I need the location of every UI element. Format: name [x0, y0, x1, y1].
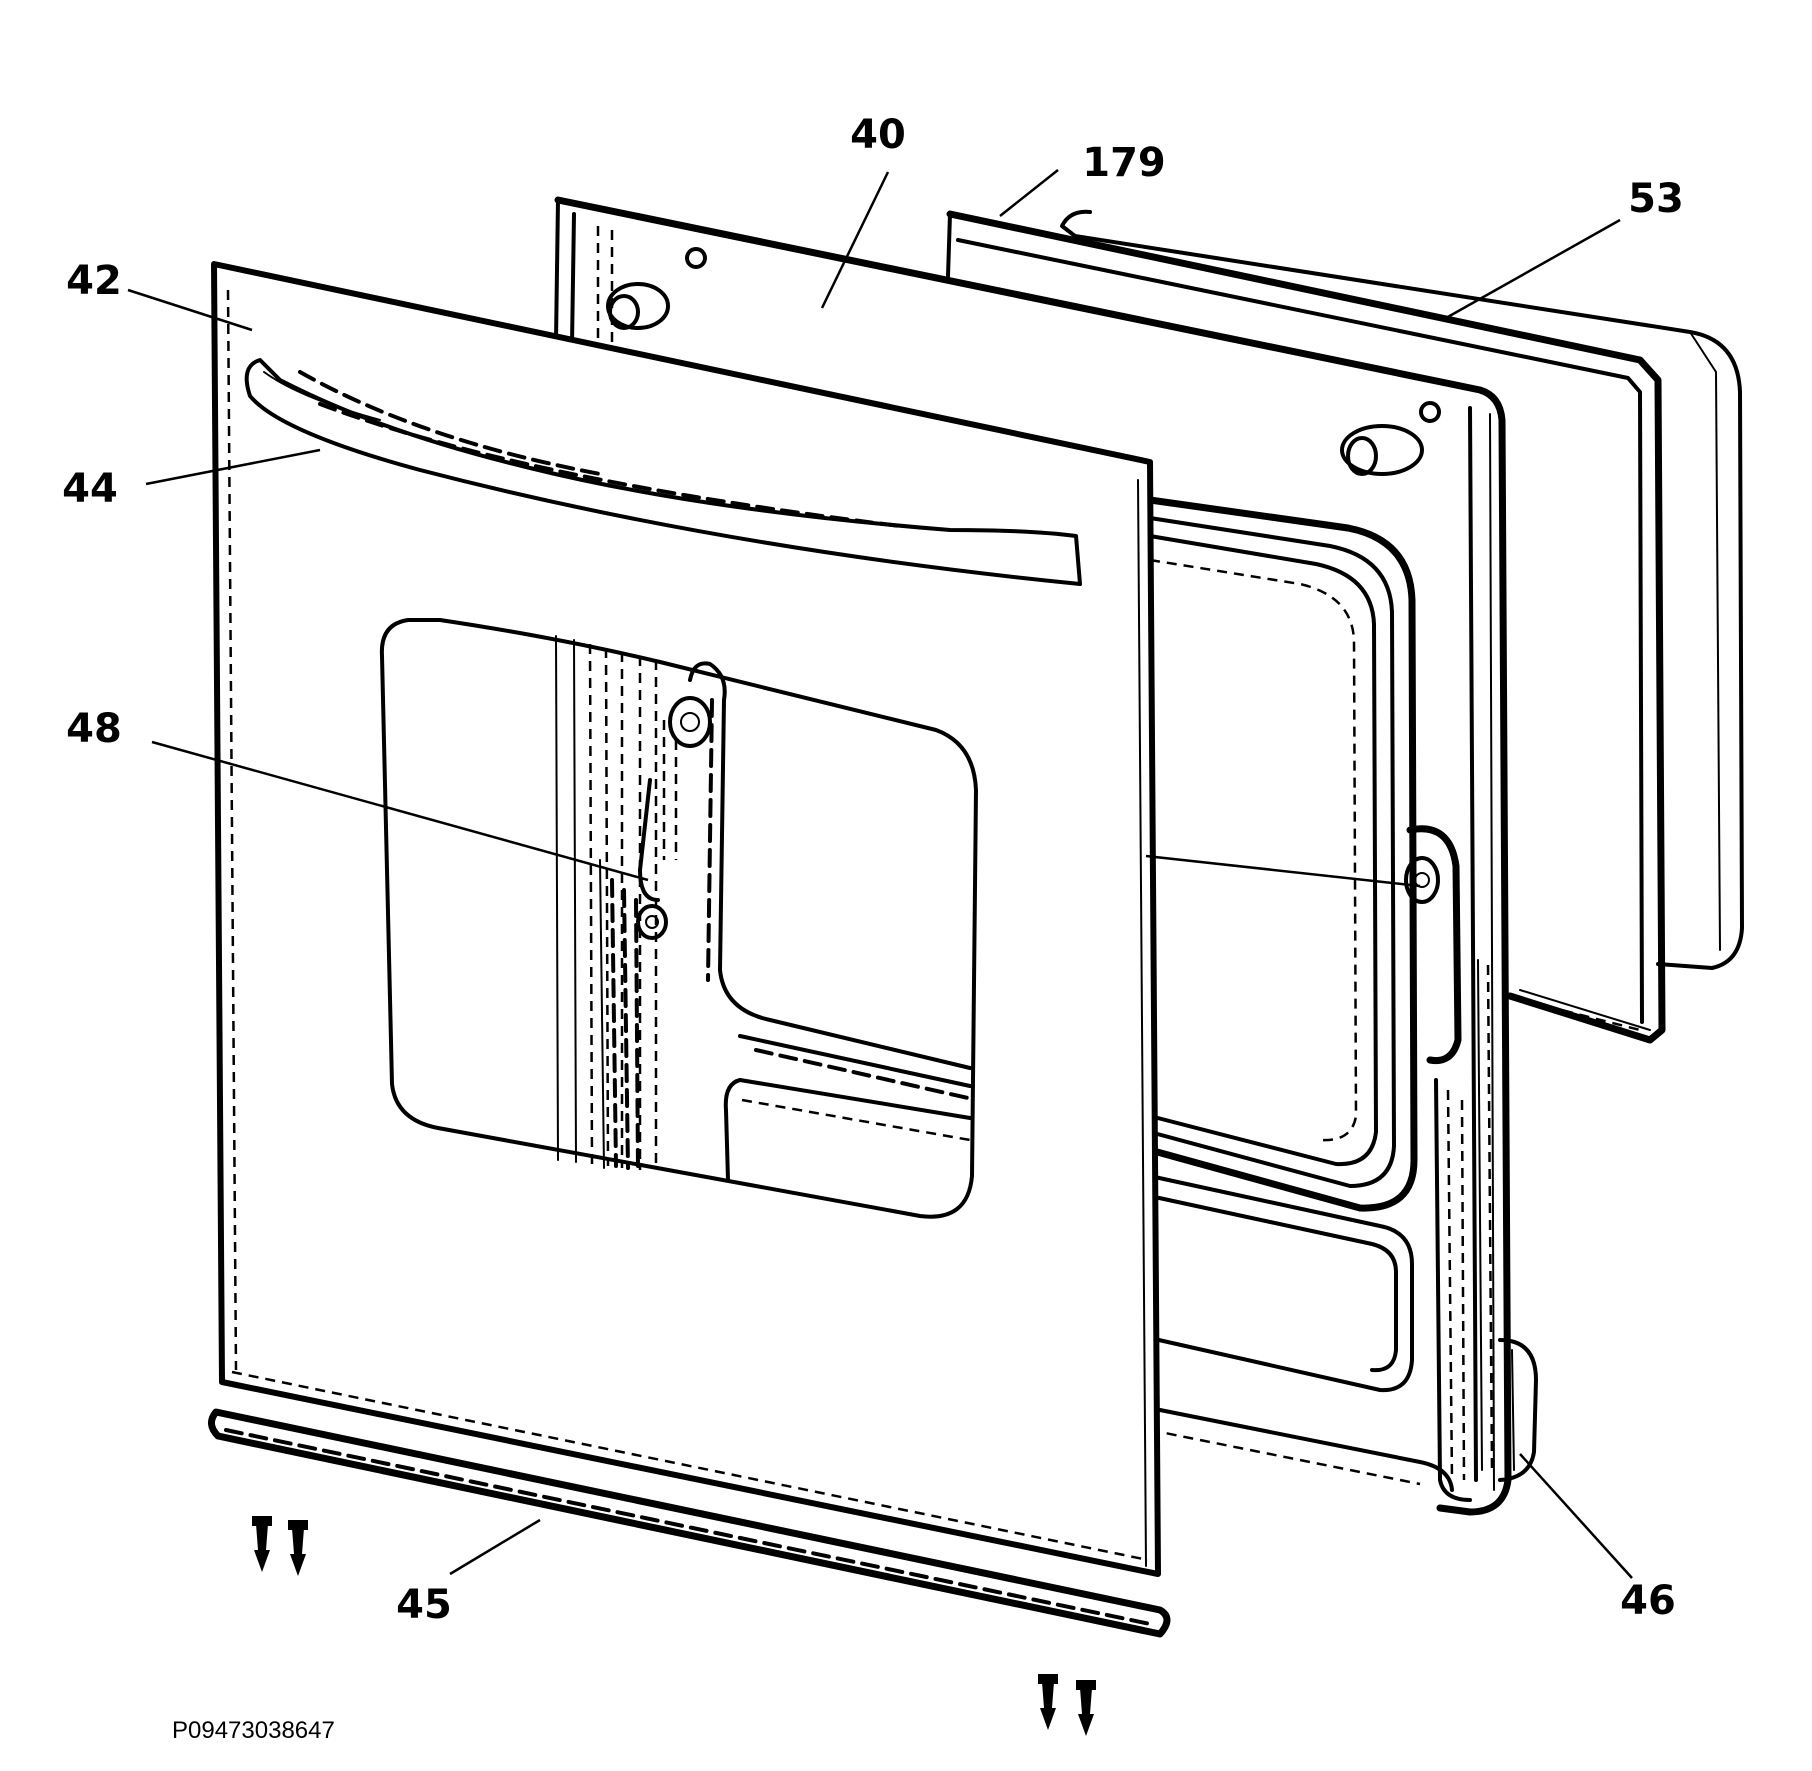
leader-179	[999, 169, 1059, 217]
bottom-trim-45	[208, 1408, 1171, 1638]
callout-179: 179	[1082, 140, 1166, 186]
callout-44: 44	[62, 466, 118, 512]
viewing-window	[379, 618, 978, 1219]
callout-40: 40	[850, 112, 906, 158]
leader-40	[820, 171, 890, 309]
inner-door-panel-40	[554, 196, 1538, 1516]
callout-53: 53	[1628, 176, 1684, 222]
rear-glass-pane-53	[1060, 209, 1744, 970]
callout-48: 48	[66, 706, 122, 752]
outer-door-panel-42	[211, 261, 1161, 1577]
callout-labels: 40 179 53 42 44 48 45 46	[62, 112, 1684, 1628]
drawing-code: P09473038647	[172, 1717, 335, 1744]
leader-44	[145, 448, 321, 486]
leader-53	[1445, 218, 1621, 320]
screws-lower-left	[252, 1516, 308, 1576]
leader-48	[151, 740, 649, 882]
glass-frame-179	[946, 210, 1666, 1044]
callout-46: 46	[1620, 1578, 1676, 1624]
leader-48-ext	[1145, 854, 1421, 888]
handle-recess-44	[244, 358, 1082, 586]
callout-45: 45	[396, 1582, 452, 1628]
leader-lines	[127, 169, 1633, 1579]
leader-45	[449, 1518, 541, 1576]
leader-46	[1519, 1453, 1633, 1579]
callout-42: 42	[66, 258, 122, 304]
screws-lower-right	[1038, 1674, 1096, 1736]
leader-42	[127, 288, 253, 332]
